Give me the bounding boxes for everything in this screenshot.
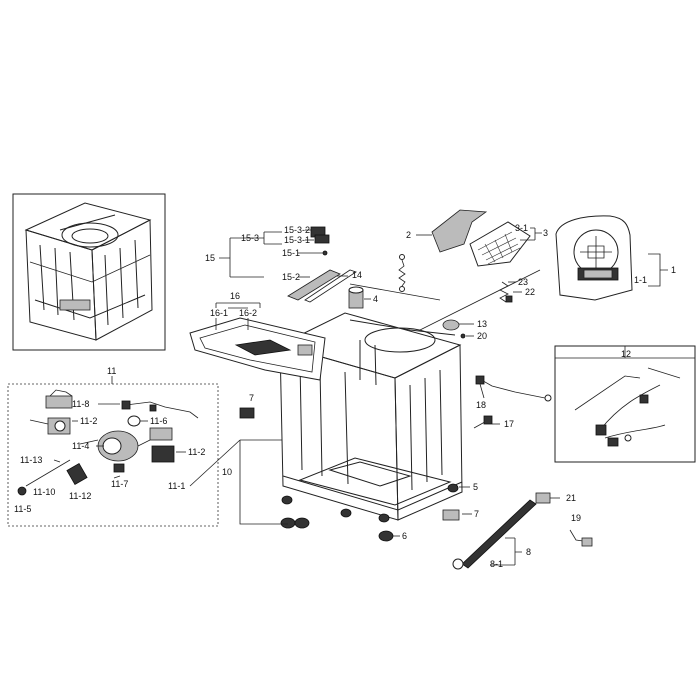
callout-7-left: 7 bbox=[249, 393, 254, 403]
callout-labels: 1 1-1 2 3 3-1 4 5 6 7 7 8 8-1 10 11 11-1… bbox=[14, 223, 676, 569]
tube-cap-parts bbox=[442, 319, 466, 339]
callout-11-2-lower: 11-2 bbox=[188, 447, 205, 457]
callout-7-right: 7 bbox=[474, 509, 479, 519]
tub-cover-part bbox=[555, 215, 633, 301]
assembled-cabinet-inset bbox=[12, 193, 166, 351]
callout-3-1: 3-1 bbox=[515, 223, 528, 233]
callout-17: 17 bbox=[504, 419, 514, 429]
pump-assembly-group bbox=[7, 376, 219, 527]
callout-18: 18 bbox=[476, 400, 486, 410]
callout-15-3: 15-3 bbox=[241, 233, 259, 243]
callout-8: 8 bbox=[526, 547, 531, 557]
callout-13: 13 bbox=[477, 319, 487, 329]
top-frame-panel bbox=[189, 317, 326, 381]
wire-harness-group bbox=[554, 345, 696, 463]
callout-10: 10 bbox=[222, 467, 232, 477]
spring-part bbox=[398, 254, 406, 292]
callout-11-4: 11-4 bbox=[72, 441, 89, 451]
callout-16-2: 16-2 bbox=[239, 308, 257, 318]
small-spring-parts bbox=[499, 281, 513, 303]
callout-4: 4 bbox=[373, 294, 378, 304]
callout-1: 1 bbox=[671, 265, 676, 275]
callout-11-7: 11-7 bbox=[111, 479, 128, 489]
callout-22: 22 bbox=[525, 287, 535, 297]
callout-11-8: 11-8 bbox=[72, 399, 89, 409]
callout-11-1: 11-1 bbox=[168, 481, 185, 491]
sensor-parts bbox=[473, 375, 552, 429]
callout-2: 2 bbox=[406, 230, 411, 240]
callout-11-12: 11-12 bbox=[69, 491, 91, 501]
callout-15-2: 15-2 bbox=[282, 272, 300, 282]
callout-11: 11 bbox=[107, 366, 116, 376]
callout-11-5: 11-5 bbox=[14, 504, 31, 514]
callout-21: 21 bbox=[566, 493, 576, 503]
callout-16: 16 bbox=[230, 291, 240, 301]
detergent-box-parts bbox=[431, 209, 531, 267]
callout-23: 23 bbox=[518, 277, 528, 287]
cabinet-frame bbox=[278, 312, 463, 542]
drain-hose-part bbox=[452, 492, 551, 570]
callout-11-6: 11-6 bbox=[150, 416, 167, 426]
callout-19: 19 bbox=[571, 513, 581, 523]
power-cord-part bbox=[569, 529, 593, 547]
callout-16-1: 16-1 bbox=[210, 308, 228, 318]
callout-11-10: 11-10 bbox=[33, 487, 55, 497]
callout-11-13: 11-13 bbox=[20, 455, 42, 465]
part-7-right bbox=[442, 509, 460, 521]
callout-14: 14 bbox=[352, 270, 362, 280]
leader-lines bbox=[53, 227, 668, 566]
callout-6: 6 bbox=[402, 531, 407, 541]
callout-8-1: 8-1 bbox=[490, 559, 503, 569]
top-bracket-parts bbox=[287, 226, 357, 303]
damper-part bbox=[348, 286, 364, 309]
part-7-left bbox=[239, 407, 255, 419]
callout-1-1: 1-1 bbox=[634, 275, 647, 285]
callout-12: 12 bbox=[621, 349, 631, 359]
callout-15: 15 bbox=[205, 253, 215, 263]
callout-15-3-1: 15-3-1 bbox=[284, 235, 310, 245]
callout-5: 5 bbox=[473, 482, 478, 492]
callout-3: 3 bbox=[543, 228, 548, 238]
callout-20: 20 bbox=[477, 331, 487, 341]
callout-11-2-upper: 11-2 bbox=[80, 416, 97, 426]
callout-15-3-2: 15-3-2 bbox=[284, 225, 310, 235]
callout-15-1: 15-1 bbox=[282, 248, 300, 258]
